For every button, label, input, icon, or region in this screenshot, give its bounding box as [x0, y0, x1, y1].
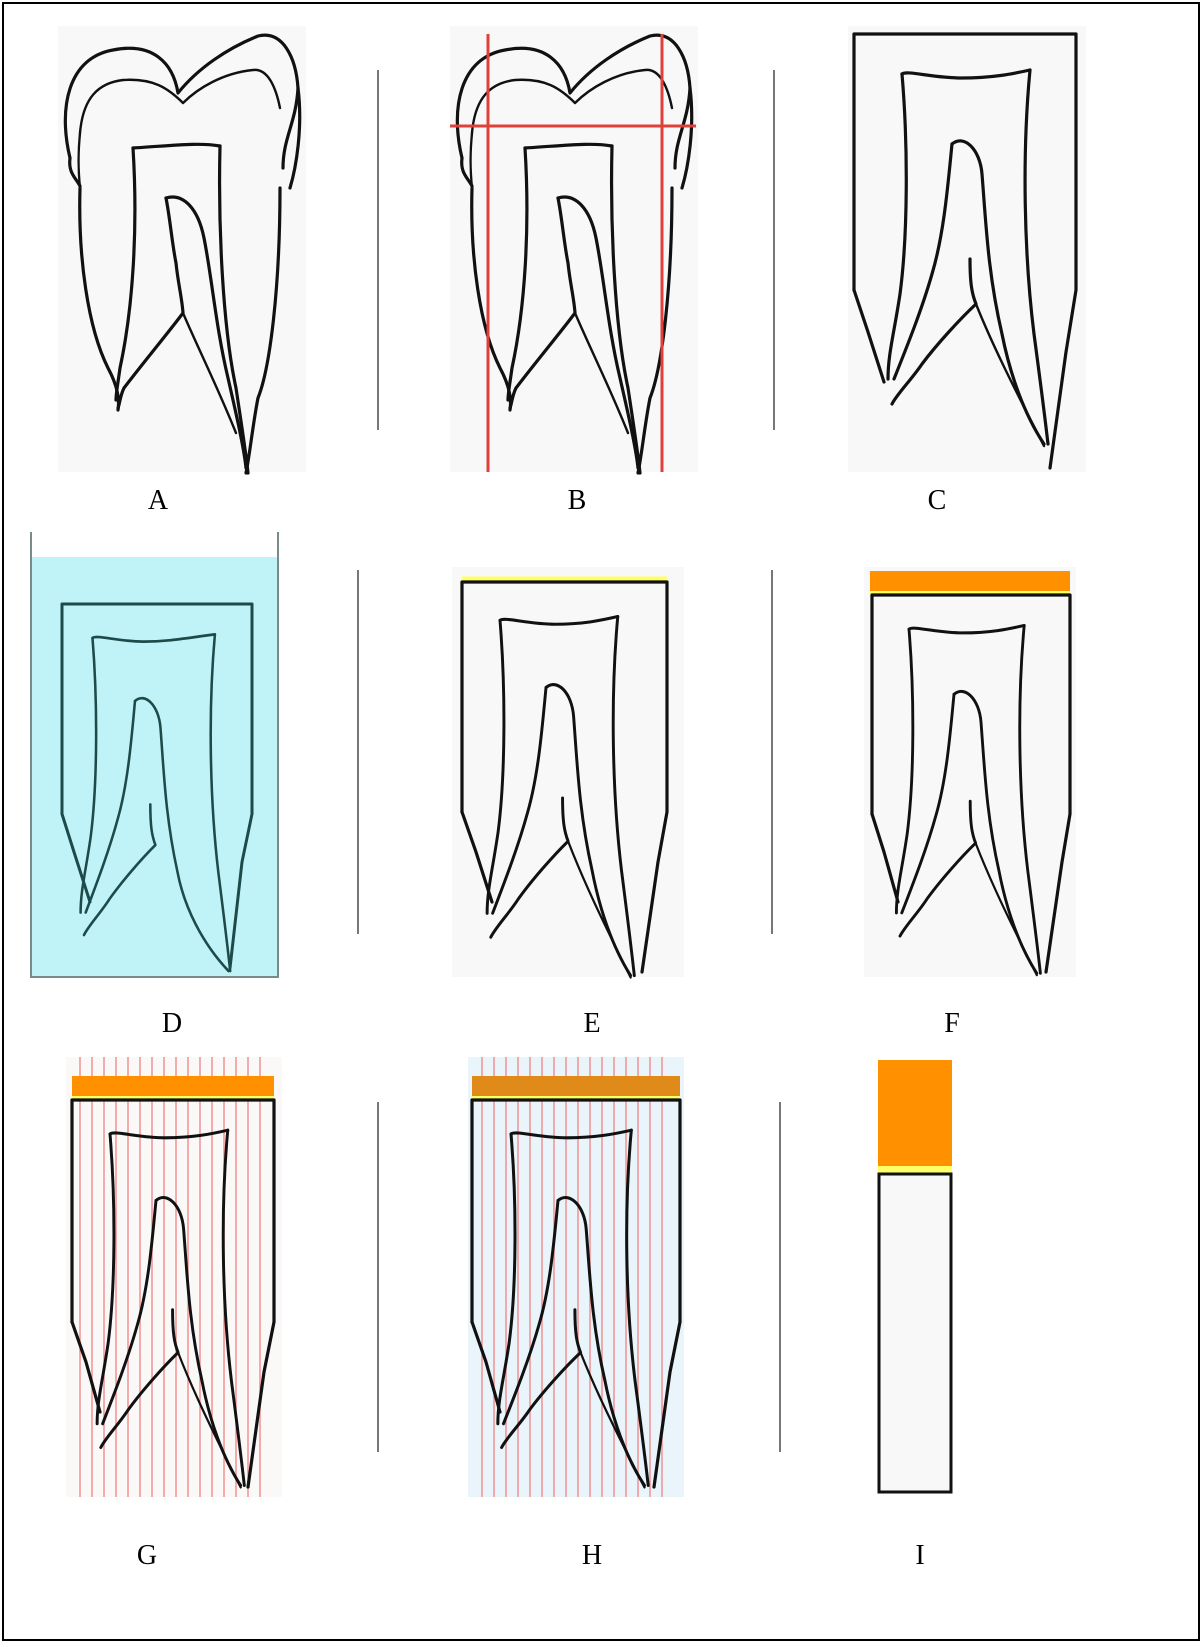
panel-i-label: I — [915, 1540, 924, 1571]
panel-e: E — [452, 567, 684, 1039]
panel-h-background — [468, 1057, 684, 1497]
panel-b: B — [450, 26, 698, 516]
panel-g: G — [66, 1057, 282, 1571]
panel-c-background — [848, 26, 1086, 472]
panel-h-label: H — [582, 1540, 602, 1571]
panel-e-label: E — [583, 1008, 600, 1039]
orange-layer — [472, 1076, 680, 1096]
panel-d: D — [30, 532, 278, 1039]
panel-h: H — [468, 1057, 684, 1571]
panel-i: I — [878, 1060, 952, 1571]
panel-f: F — [864, 567, 1076, 1039]
orange-layer — [72, 1076, 274, 1096]
panel-a: A — [58, 26, 306, 516]
panel-c-label: C — [928, 485, 947, 516]
panel-f-label: F — [944, 1008, 960, 1039]
section-slice — [879, 1174, 951, 1492]
panel-f-background — [864, 567, 1076, 977]
water-bath — [32, 557, 278, 977]
orange-layer — [878, 1060, 952, 1166]
orange-layer — [870, 571, 1070, 591]
panel-c: C — [848, 26, 1086, 516]
panel-a-label: A — [148, 485, 169, 516]
panel-b-label: B — [568, 485, 587, 516]
panel-g-background — [66, 1057, 282, 1497]
panel-d-label: D — [162, 1008, 182, 1039]
panel-g-label: G — [137, 1540, 157, 1571]
